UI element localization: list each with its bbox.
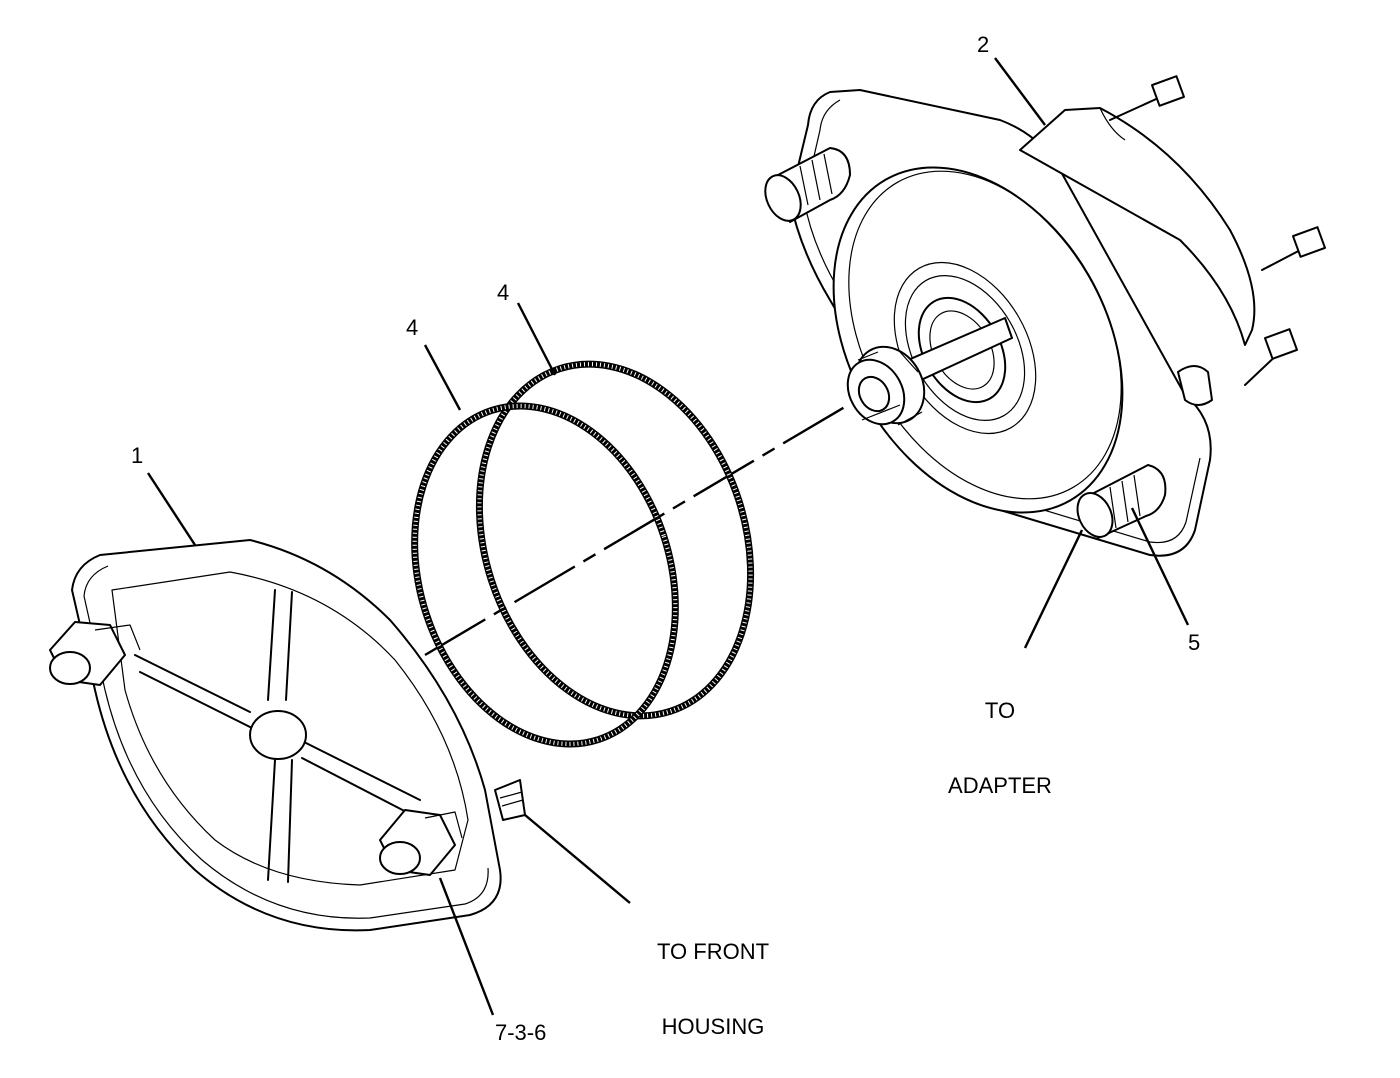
pump-assembly-icon	[764, 75, 1326, 557]
leader-to-front-housing	[524, 814, 631, 904]
stud-icon	[494, 779, 526, 821]
to-front-housing-line-1: TO FRONT	[656, 939, 770, 964]
to-adapter-line-1: TO	[984, 698, 1016, 723]
hex-bolt-icon	[49, 621, 141, 686]
callout-item-4a: 4	[406, 315, 419, 340]
callout-to-front-housing: TO FRONT HOUSING	[638, 889, 788, 1064]
leader-item-4b	[516, 302, 557, 376]
leader-item-2	[994, 57, 1046, 126]
callout-item-4b: 4	[497, 280, 510, 305]
stud-icon	[1076, 464, 1167, 539]
cover-plate-icon	[49, 539, 526, 932]
callout-to-adapter: TO ADAPTER	[930, 648, 1070, 823]
splined-coupling-icon	[846, 345, 926, 426]
leader-to-adapter	[1023, 529, 1084, 649]
hex-bolt-icon	[379, 809, 463, 876]
callout-item-2: 2	[977, 32, 990, 57]
stud-icon	[764, 147, 851, 223]
o-ring-seal-icon	[475, 360, 755, 720]
callout-item-5: 5	[1188, 630, 1201, 655]
leader-item-5	[1130, 507, 1190, 626]
to-front-housing-line-2: HOUSING	[661, 1014, 765, 1039]
hex-bolt-icon	[1109, 75, 1326, 406]
callout-item-1: 1	[131, 443, 144, 468]
leader-item-4a	[423, 344, 462, 411]
o-ring-seal-icon	[411, 402, 679, 748]
to-adapter-line-2: ADAPTER	[948, 773, 1052, 798]
leader-item-1	[146, 472, 197, 546]
leader-ref	[438, 877, 495, 1016]
assembly-centerline	[424, 396, 861, 657]
callout-reference: 7-3-6	[495, 1020, 547, 1045]
